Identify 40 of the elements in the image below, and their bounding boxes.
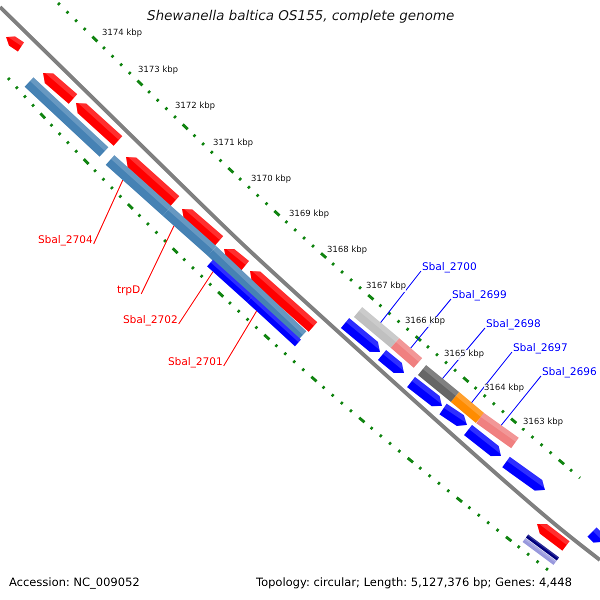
- gene-label: Sbal_2701: [168, 356, 223, 369]
- scale-label: 3165 kbp: [444, 350, 484, 360]
- gene-bar: [418, 364, 460, 402]
- leader-line: [380, 270, 422, 324]
- gene-label: Sbal_2697: [513, 342, 568, 355]
- gene-label: Sbal_2696: [542, 366, 597, 379]
- scale-label: 3170 kbp: [251, 175, 292, 185]
- gene-bar: [246, 296, 302, 346]
- gene-label: Sbal_2699: [452, 289, 507, 302]
- gene-label: Sbal_2700: [422, 261, 477, 274]
- leader-line: [500, 376, 542, 426]
- leader-line: [140, 225, 174, 294]
- scale-label: 3167 kbp: [366, 282, 406, 292]
- accession-text: Accession: NC_009052: [9, 576, 140, 590]
- scale-label: 3164 kbp: [484, 384, 524, 394]
- gene-bar: [162, 206, 216, 256]
- scale-label: 3174 kbp: [102, 29, 142, 39]
- gene-bar: [450, 392, 484, 423]
- gene-label: trpD: [117, 284, 140, 297]
- gene-bar: [476, 412, 519, 448]
- scale-label: 3171 kbp: [213, 139, 254, 149]
- gene-bar: [207, 260, 253, 302]
- scale-label: 3173 kbp: [138, 66, 178, 76]
- scale-label: 3168 kbp: [327, 246, 368, 256]
- gene-bar: [354, 307, 400, 348]
- genome-stats-text: Topology: circular; Length: 5,127,376 bp; Genes: 4,448: [256, 576, 572, 590]
- leader-line: [178, 271, 214, 324]
- scale-label: 3172 kbp: [175, 102, 216, 112]
- gene-label: Sbal_2702: [123, 314, 178, 327]
- scale-label: 3163 kbp: [523, 418, 564, 428]
- gene-bar: [106, 155, 172, 216]
- leader-line: [223, 310, 258, 366]
- scale-label: 3169 kbp: [289, 210, 330, 220]
- gene-bar: [390, 338, 422, 368]
- leader-line: [93, 180, 124, 244]
- gene-label: Sbal_2704: [38, 234, 93, 247]
- gene-label: Sbal_2698: [486, 318, 541, 331]
- map-title: Shewanella baltica OS155, complete genome: [147, 9, 454, 25]
- leader-line: [471, 352, 512, 404]
- scale-label: 3166 kbp: [405, 317, 446, 327]
